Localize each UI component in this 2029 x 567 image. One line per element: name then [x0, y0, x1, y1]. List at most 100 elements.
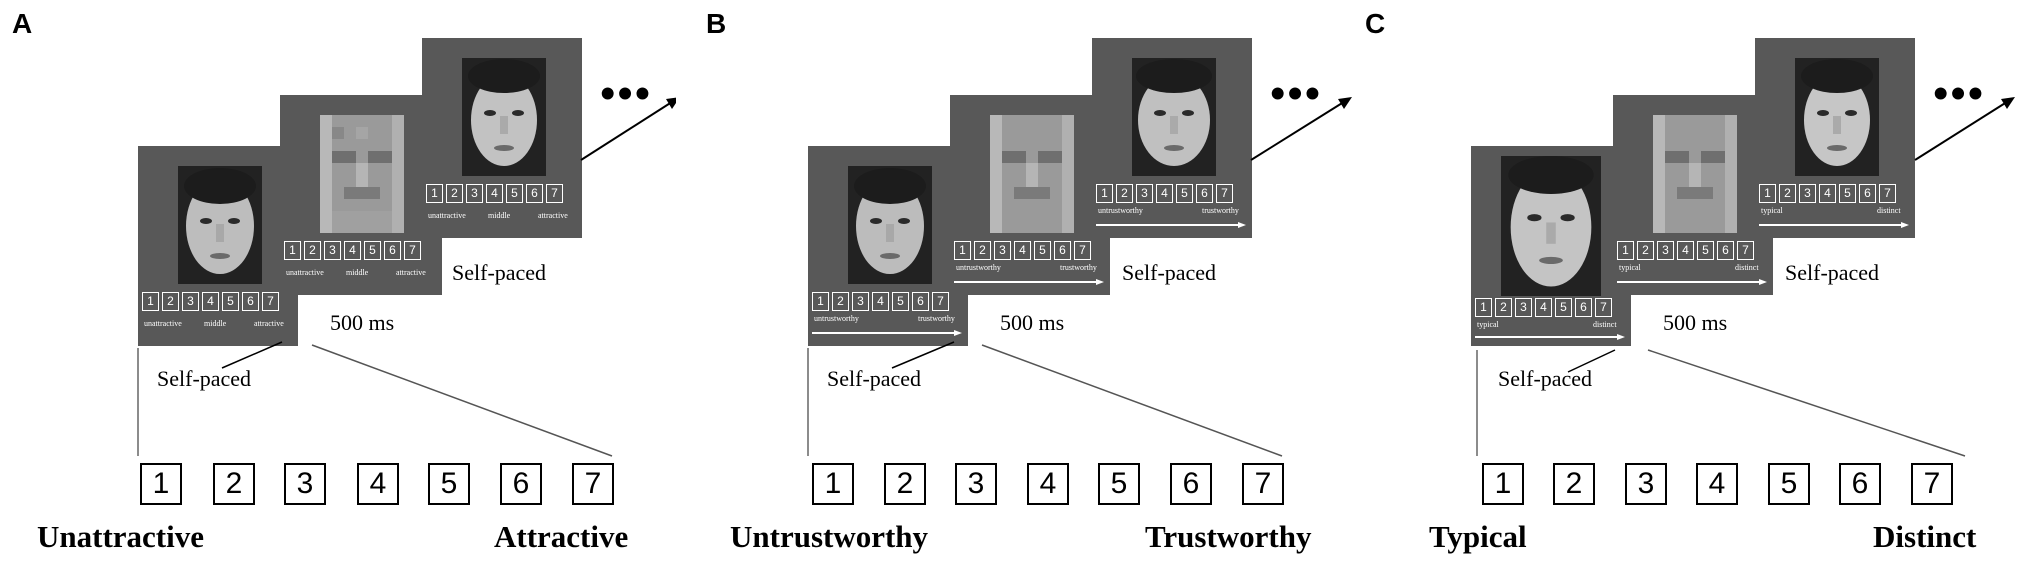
mini-scale-box: 6	[384, 241, 401, 260]
mini-scale-box: 5	[1839, 184, 1856, 203]
scale-option: 1	[140, 463, 182, 505]
panel-b-connectors	[807, 97, 1352, 457]
scale-option: 5	[428, 463, 470, 505]
mini-scale-box: 3	[1657, 241, 1674, 260]
mini-scale-box: 2	[446, 184, 463, 203]
mini-label-mid: middle	[204, 319, 227, 328]
mini-scale-box: 5	[1034, 241, 1051, 260]
mini-scale-box: 4	[1819, 184, 1836, 203]
mini-scale-box: 2	[832, 292, 849, 311]
panel-letter: A	[12, 8, 33, 39]
timing-first: Self-paced	[827, 366, 922, 391]
timing-mask: 500 ms	[330, 310, 395, 335]
mini-label-mid: middle	[346, 268, 369, 277]
anchor-low: Unattractive	[37, 519, 204, 554]
mini-scale-box: 5	[1697, 241, 1714, 260]
scale-option: 7	[572, 463, 614, 505]
continuation-ellipsis: •••	[600, 69, 653, 118]
panel-letter: C	[1365, 8, 1386, 39]
mini-rating-scale: 1 2 3 4 5 6 7	[812, 292, 964, 312]
continuation-ellipsis: •••	[1933, 69, 1986, 118]
mini-rating-scale: 1 2 3 4 5 6 7	[426, 184, 578, 204]
mini-scale-box: 1	[426, 184, 443, 203]
mini-scale-box: 6	[526, 184, 543, 203]
mask-image	[990, 115, 1074, 233]
panel-letter: B	[706, 8, 727, 39]
face-image	[848, 166, 932, 284]
mini-scale-box: 7	[1074, 241, 1091, 260]
mini-label-low: unattractive	[286, 268, 324, 277]
trial-screen-mask: 1 2 3 4 5 6 7 typical distinct	[1613, 95, 1773, 295]
mini-label-high: distinct	[1735, 263, 1759, 272]
rating-scale: 1 2 3 4 5 6 7	[692, 463, 1368, 508]
mini-scale-box: 6	[912, 292, 929, 311]
mini-scale-box: 1	[142, 292, 159, 311]
mini-scale-labels: typical distinct	[1617, 263, 1769, 275]
mini-scale-box: 3	[324, 241, 341, 260]
mini-scale-box: 7	[404, 241, 421, 260]
mini-scale-box: 1	[1475, 298, 1492, 317]
mini-scale-box: 2	[162, 292, 179, 311]
scale-option: 7	[1242, 463, 1284, 505]
trial-screen-rating-next: 1 2 3 4 5 6 7 untrustworthy trustworthy	[1092, 38, 1252, 238]
mini-label-high: distinct	[1593, 320, 1617, 329]
mini-scale-box: 4	[486, 184, 503, 203]
scale-option: 6	[1170, 463, 1212, 505]
mini-scale-box: 1	[1617, 241, 1634, 260]
trial-screen-rating-next: 1 2 3 4 5 6 7 typical distinct	[1755, 38, 1915, 238]
mini-label-high: attractive	[538, 211, 568, 220]
mini-scale-box: 7	[262, 292, 279, 311]
mini-label-low: typical	[1761, 206, 1783, 215]
scale-option: 2	[884, 463, 926, 505]
mini-rating-scale: 1 2 3 4 5 6 7	[1759, 184, 1911, 204]
mini-label-high: attractive	[396, 268, 426, 277]
scale-option: 4	[1696, 463, 1738, 505]
mini-scale-box: 4	[1014, 241, 1031, 260]
mini-scale-box: 1	[1759, 184, 1776, 203]
mask-image	[320, 115, 404, 233]
mini-scale-box: 6	[1054, 241, 1071, 260]
scale-option: 4	[1027, 463, 1069, 505]
face-image	[1795, 58, 1879, 176]
anchor-high: Trustworthy	[1145, 519, 1312, 554]
mini-scale-box: 7	[1216, 184, 1233, 203]
mini-label-low: typical	[1619, 263, 1641, 272]
mini-label-high: trustworthy	[918, 314, 955, 323]
mini-scale-arrow	[1759, 222, 1909, 228]
scale-option: 7	[1911, 463, 1953, 505]
rating-scale: 1 2 3 4 5 6 7	[1353, 463, 2029, 508]
mini-scale-box: 3	[1136, 184, 1153, 203]
mini-scale-arrow	[1096, 222, 1246, 228]
mini-scale-box: 5	[1555, 298, 1572, 317]
mini-rating-scale: 1 2 3 4 5 6 7	[1096, 184, 1248, 204]
mini-scale-box: 3	[852, 292, 869, 311]
mini-label-mid: middle	[488, 211, 511, 220]
mini-scale-box: 2	[1116, 184, 1133, 203]
scale-option: 1	[812, 463, 854, 505]
trial-screen-mask: 1 2 3 4 5 6 7 unattractive middle attrac…	[280, 95, 442, 295]
panel-c-connectors	[1476, 97, 2015, 457]
panel-b: B 1 2 3 4 5 6 7 untrustworthy trustworth…	[692, 0, 1368, 567]
anchor-low: Typical	[1429, 519, 1527, 554]
mini-label-low: unattractive	[428, 211, 466, 220]
timing-mask: 500 ms	[1663, 310, 1728, 335]
mini-scale-box: 7	[546, 184, 563, 203]
mini-scale-labels: unattractive middle attractive	[142, 319, 294, 331]
scale-option: 2	[1553, 463, 1595, 505]
scale-option: 5	[1768, 463, 1810, 505]
mini-rating-scale: 1 2 3 4 5 6 7	[1617, 241, 1769, 261]
mini-scale-box: 6	[242, 292, 259, 311]
mini-scale-labels: untrustworthy trustworthy	[954, 263, 1106, 275]
scale-option: 3	[955, 463, 997, 505]
scale-option: 3	[284, 463, 326, 505]
timing-mask: 500 ms	[1000, 310, 1065, 335]
continuation-ellipsis: •••	[1270, 69, 1323, 118]
mini-scale-box: 4	[202, 292, 219, 311]
mini-scale-box: 2	[974, 241, 991, 260]
timing-second: Self-paced	[452, 260, 547, 285]
face-image	[1132, 58, 1216, 176]
scale-option: 2	[213, 463, 255, 505]
mini-scale-arrow	[1475, 334, 1625, 340]
mini-scale-box: 1	[954, 241, 971, 260]
mini-scale-box: 1	[812, 292, 829, 311]
